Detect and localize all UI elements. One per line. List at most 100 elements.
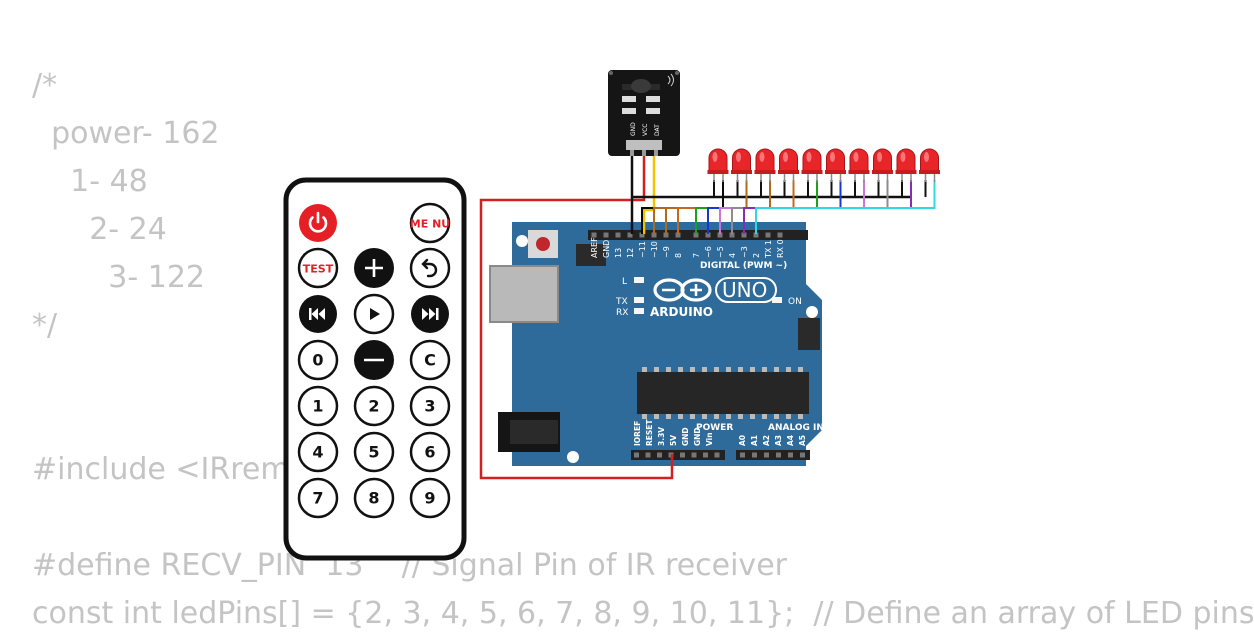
plus-button[interactable] [354, 248, 394, 288]
analog-pin-hole [788, 452, 793, 458]
led-row [707, 148, 940, 182]
analog-pin-hole [752, 452, 757, 458]
c-label: C [424, 351, 436, 370]
plus-icon [365, 259, 383, 277]
led-signal-wire [755, 180, 936, 234]
power-pin-label: 3.3V [657, 427, 666, 446]
digital-pin-label: 7 [692, 253, 701, 258]
led-rx-label: RX [616, 308, 628, 318]
chip-leg [750, 367, 755, 372]
chip-leg [678, 367, 683, 372]
chip-leg [762, 414, 767, 419]
digit-button[interactable]: 7 [297, 477, 339, 519]
digit-label: 5 [368, 443, 379, 462]
digital-pin-hole [729, 232, 735, 238]
digit-button[interactable]: 5 [353, 431, 395, 473]
chip-leg [774, 414, 779, 419]
digit-label: 7 [312, 489, 323, 508]
model-label: UNO [722, 278, 767, 302]
digital-pin-hole [591, 232, 597, 238]
chip-leg [642, 414, 647, 419]
chip-leg [690, 367, 695, 372]
digit-button[interactable]: 2 [353, 385, 395, 427]
power-pin-label: Vin [705, 432, 714, 446]
play-button[interactable] [353, 293, 395, 335]
digital-pin-label: ~5 [716, 246, 725, 258]
digit-button[interactable]: 8 [353, 477, 395, 519]
digital-pin-hole [765, 232, 771, 238]
led-wires [641, 180, 936, 234]
led [778, 148, 799, 182]
minus-button[interactable] [354, 340, 394, 380]
digital-pin-hole [753, 232, 759, 238]
digital-pin-hole [741, 232, 747, 238]
menu-button[interactable]: ME NU [409, 202, 451, 244]
power-pin-hole [703, 452, 708, 458]
wire-pin13-to-dat [642, 155, 656, 234]
back-button[interactable] [409, 247, 451, 289]
analog-pin-label: A1 [750, 435, 759, 446]
digit-button[interactable]: 4 [297, 431, 339, 473]
digit-label: 3 [424, 397, 435, 416]
led [895, 148, 917, 182]
fast-forward-icon [422, 308, 439, 320]
circuit-diagram: ME NU TEST [283, 70, 940, 561]
chip-leg [738, 367, 743, 372]
zero-button[interactable]: 0 [297, 339, 339, 381]
led-l-label: L [622, 277, 627, 287]
atmega-chip [637, 372, 809, 414]
power-pin-label: RESET [645, 419, 654, 446]
power-icon [308, 211, 328, 233]
led [754, 148, 776, 182]
ir-sensor [631, 79, 651, 93]
digit-button[interactable]: 3 [409, 385, 451, 427]
ir-pin-label: GND [630, 122, 637, 136]
digit-label: 1 [312, 397, 323, 416]
chip-leg [714, 367, 719, 372]
digit-button[interactable]: 1 [297, 385, 339, 427]
chip-leg [726, 414, 731, 419]
power-header [631, 450, 725, 460]
digital-pin-label: ~11 [638, 241, 647, 258]
ir-remote: ME NU TEST [283, 177, 467, 561]
power-button[interactable] [299, 204, 337, 242]
led [872, 148, 893, 182]
fast-forward-button[interactable] [411, 295, 449, 333]
chip-leg [702, 414, 707, 419]
digital-pin-label: 13 [614, 248, 623, 258]
digital-pin-label: ~6 [704, 246, 713, 258]
digital-pin-hole [603, 232, 609, 238]
analog-pin-label: A3 [774, 435, 783, 446]
analog-pin-hole [800, 452, 805, 458]
chip-leg [654, 414, 659, 419]
mounting-hole [806, 306, 818, 318]
digit-button[interactable]: 9 [409, 477, 451, 519]
mounting-hole [516, 235, 528, 247]
c-button[interactable]: C [409, 339, 451, 381]
chip-leg [690, 414, 695, 419]
digital-pin-hole [705, 232, 711, 238]
chip-leg [738, 414, 743, 419]
arduino-logo [653, 278, 712, 302]
power-pin-hole [691, 452, 697, 458]
analog-pin-hole [764, 452, 769, 458]
digital-pin-label: GND [602, 240, 611, 258]
power-label: POWER [696, 423, 733, 433]
led-tx-label: TX [615, 297, 628, 307]
test-button[interactable]: TEST [297, 247, 339, 289]
analog-pin-hole [776, 452, 781, 458]
led [825, 148, 846, 182]
digit-button[interactable]: 6 [409, 431, 451, 473]
rewind-button[interactable] [299, 295, 337, 333]
reset-button[interactable] [528, 230, 558, 258]
digit-label: 2 [368, 397, 379, 416]
led [801, 148, 823, 182]
chip-leg [798, 367, 803, 372]
digital-pin-hole [675, 232, 681, 238]
analog-pin-label: A4 [786, 435, 795, 446]
digital-pin-hole [663, 232, 669, 238]
digital-label: DIGITAL (PWM ~) [700, 261, 787, 271]
chip-leg [750, 414, 755, 419]
